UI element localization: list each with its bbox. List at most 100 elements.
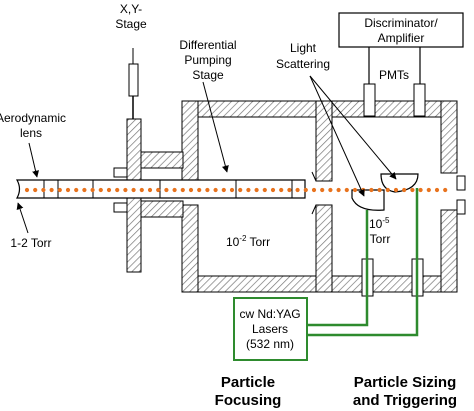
beam-particle	[139, 187, 144, 193]
pmt-tubes	[363, 47, 426, 117]
beam-particle	[377, 187, 382, 193]
xy-stage-block	[128, 63, 139, 97]
laser-fiber-1	[306, 210, 369, 327]
scattering-cell-1	[351, 189, 385, 211]
beam-particle	[188, 187, 194, 193]
screw-lower	[113, 202, 128, 213]
stage-pressure-base: 10	[226, 235, 240, 249]
laser-fibers	[306, 188, 419, 337]
pmt-tube-2	[413, 83, 426, 117]
beam-particle	[229, 187, 235, 193]
beam-particle	[41, 187, 46, 193]
exit-flange-top	[456, 175, 466, 191]
beam-particle	[221, 187, 226, 193]
beam-particle	[98, 187, 103, 193]
beam-particle	[238, 187, 243, 193]
beam-particle	[434, 187, 440, 193]
differential-label-line1: Differential	[179, 38, 236, 52]
beam-particle	[123, 187, 128, 193]
beam-particle	[156, 187, 161, 193]
beam-particle	[303, 187, 308, 193]
beam-particle	[344, 187, 349, 193]
beam-particle	[82, 187, 87, 193]
laser-label-line2: Lasers	[252, 322, 288, 336]
beam-particle	[320, 187, 325, 193]
stage-pressure-exponent: -2	[239, 234, 247, 243]
aerodynamic-lens-label-line2: lens	[20, 126, 42, 140]
beam-particle	[131, 187, 136, 193]
differential-label-line3: Stage	[192, 68, 224, 82]
beam-particle	[287, 187, 292, 193]
pmts-label: PMTs	[379, 68, 409, 82]
beam-particle	[106, 187, 112, 193]
discriminator-label-line1: Discriminator/	[364, 16, 438, 30]
detect-pressure-base-line: 10-5	[369, 216, 390, 231]
lens-tube-body	[15, 179, 306, 199]
differential-label-line2: Pumping	[184, 53, 231, 67]
xy-stage-label-line2: Stage	[115, 17, 147, 31]
beam-particle	[213, 187, 218, 193]
beam-particle	[410, 187, 415, 193]
beam-particle	[426, 187, 431, 193]
beam-particle	[369, 187, 374, 193]
beam-particle	[418, 187, 423, 193]
stage-pressure-unit: Torr	[249, 235, 270, 249]
particle-focusing-line1: Particle	[221, 374, 275, 391]
beam-particle	[246, 187, 251, 193]
beam-particle	[336, 187, 341, 193]
arrow-lens-pressure	[16, 202, 29, 234]
light-scattering-label-line1: Light	[290, 41, 317, 55]
detect-pressure-exponent: -5	[382, 216, 390, 225]
chamber-right-wall-upper	[440, 100, 458, 174]
particle-focusing-line2: Focusing	[215, 392, 282, 409]
beam-particle	[393, 187, 399, 193]
beam-particle	[205, 187, 210, 193]
aerodynamic-lens-tube	[15, 179, 306, 199]
discriminator-box	[338, 12, 464, 48]
beam-particle	[115, 187, 120, 193]
chamber-right-wall-lower	[440, 209, 458, 293]
arrow-light-scatter-1	[309, 75, 365, 197]
beam-particle	[197, 187, 202, 193]
laser-label-line3: (532 nm)	[246, 337, 294, 351]
arrow-aerodynamic-lens	[28, 142, 39, 178]
beam-particle	[402, 187, 407, 193]
pmt-tube-1	[363, 83, 376, 117]
detect-pressure-base: 10	[369, 217, 383, 231]
chamber-left-wall-upper	[181, 100, 199, 182]
beam-particle	[49, 187, 54, 193]
beam-particle	[57, 187, 62, 193]
bellows-lower	[140, 200, 184, 218]
beam-particle	[147, 187, 153, 193]
beam-particle	[262, 187, 267, 193]
discriminator-label-line2: Amplifier	[378, 31, 425, 45]
exit-flange-bottom	[456, 199, 466, 215]
xy-stage-label-line1: X,Y-	[120, 2, 142, 16]
laser-fiber-2	[306, 188, 419, 337]
arrow-light-scatter-2	[309, 75, 397, 180]
chamber-left-wall-lower	[181, 204, 199, 293]
skimmer-lower	[311, 204, 317, 215]
skimmer-upper	[311, 171, 317, 182]
beam-particle	[352, 187, 358, 193]
beam-particle	[90, 187, 95, 193]
divider-wall-lower	[315, 204, 333, 293]
beam-particle	[385, 187, 390, 193]
beam-particle	[172, 187, 177, 193]
beam-particle	[164, 187, 169, 193]
beam-particle	[254, 187, 259, 193]
beam-particle	[270, 187, 276, 193]
beam-particle	[33, 187, 38, 193]
beam-particle	[328, 187, 333, 193]
annotation-arrows	[16, 75, 397, 234]
beam-particle	[24, 187, 30, 193]
beam-particle	[443, 187, 448, 193]
beam-particle	[74, 187, 79, 193]
beam-particle	[65, 187, 71, 193]
beam-particle	[311, 187, 317, 193]
beam-particle	[295, 187, 300, 193]
aerodynamic-lens-label-line1: Aerodynamic	[0, 111, 66, 125]
